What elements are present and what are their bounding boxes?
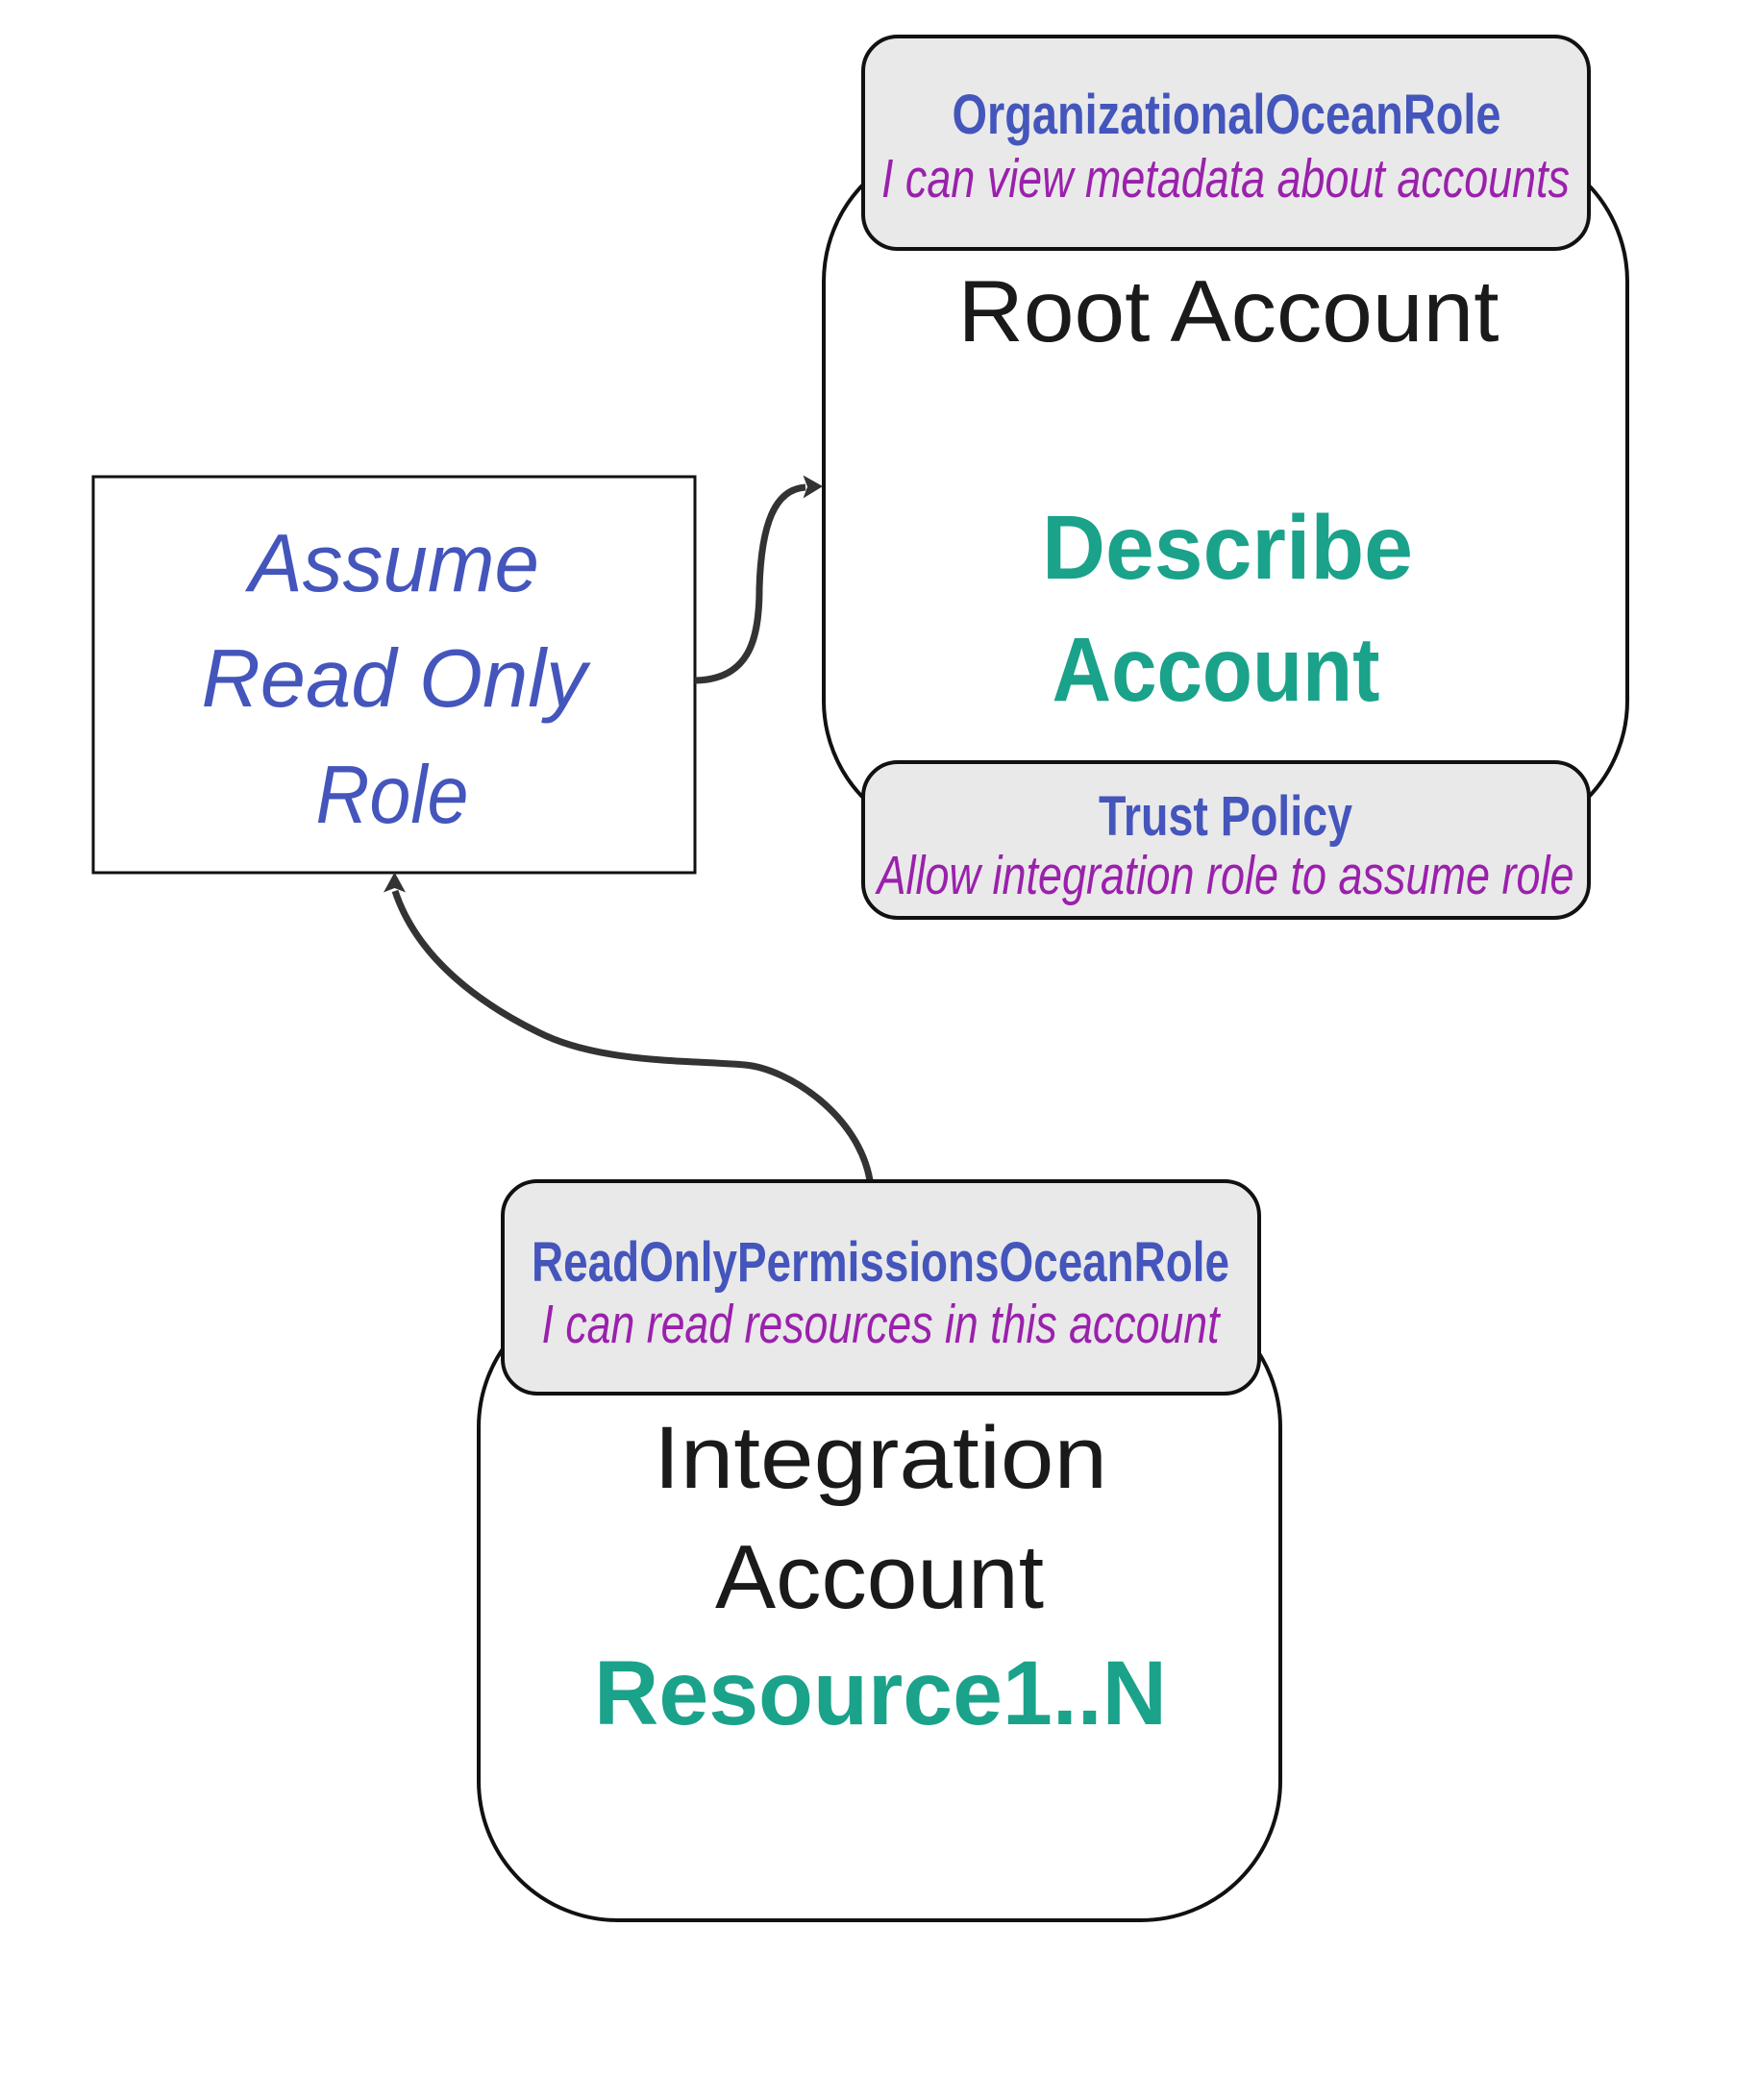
svg-text:Root Account: Root Account <box>958 263 1499 360</box>
svg-text:Resource1..N: Resource1..N <box>594 1643 1167 1744</box>
svg-text:OrganizationalOceanRole: OrganizationalOceanRole <box>953 84 1501 146</box>
svg-text:Account: Account <box>715 1526 1044 1627</box>
svg-text:I can view metadata about acco: I can view metadata about accounts <box>881 148 1570 210</box>
svg-text:Allow integration role to assu: Allow integration role to assume role <box>875 845 1573 906</box>
svg-text:Integration: Integration <box>654 1409 1107 1507</box>
svg-text:Describe: Describe <box>1042 497 1413 599</box>
svg-text:I can read resources in this a: I can read resources in this account <box>542 1294 1222 1355</box>
svg-text:Trust Policy: Trust Policy <box>1099 785 1352 848</box>
svg-text:Account: Account <box>1053 619 1380 721</box>
svg-text:Assume: Assume <box>244 518 539 609</box>
svg-text:Role: Role <box>316 750 469 841</box>
svg-text:ReadOnlyPermissionsOceanRole: ReadOnlyPermissionsOceanRole <box>532 1231 1229 1294</box>
svg-text:Read Only: Read Only <box>202 633 591 725</box>
